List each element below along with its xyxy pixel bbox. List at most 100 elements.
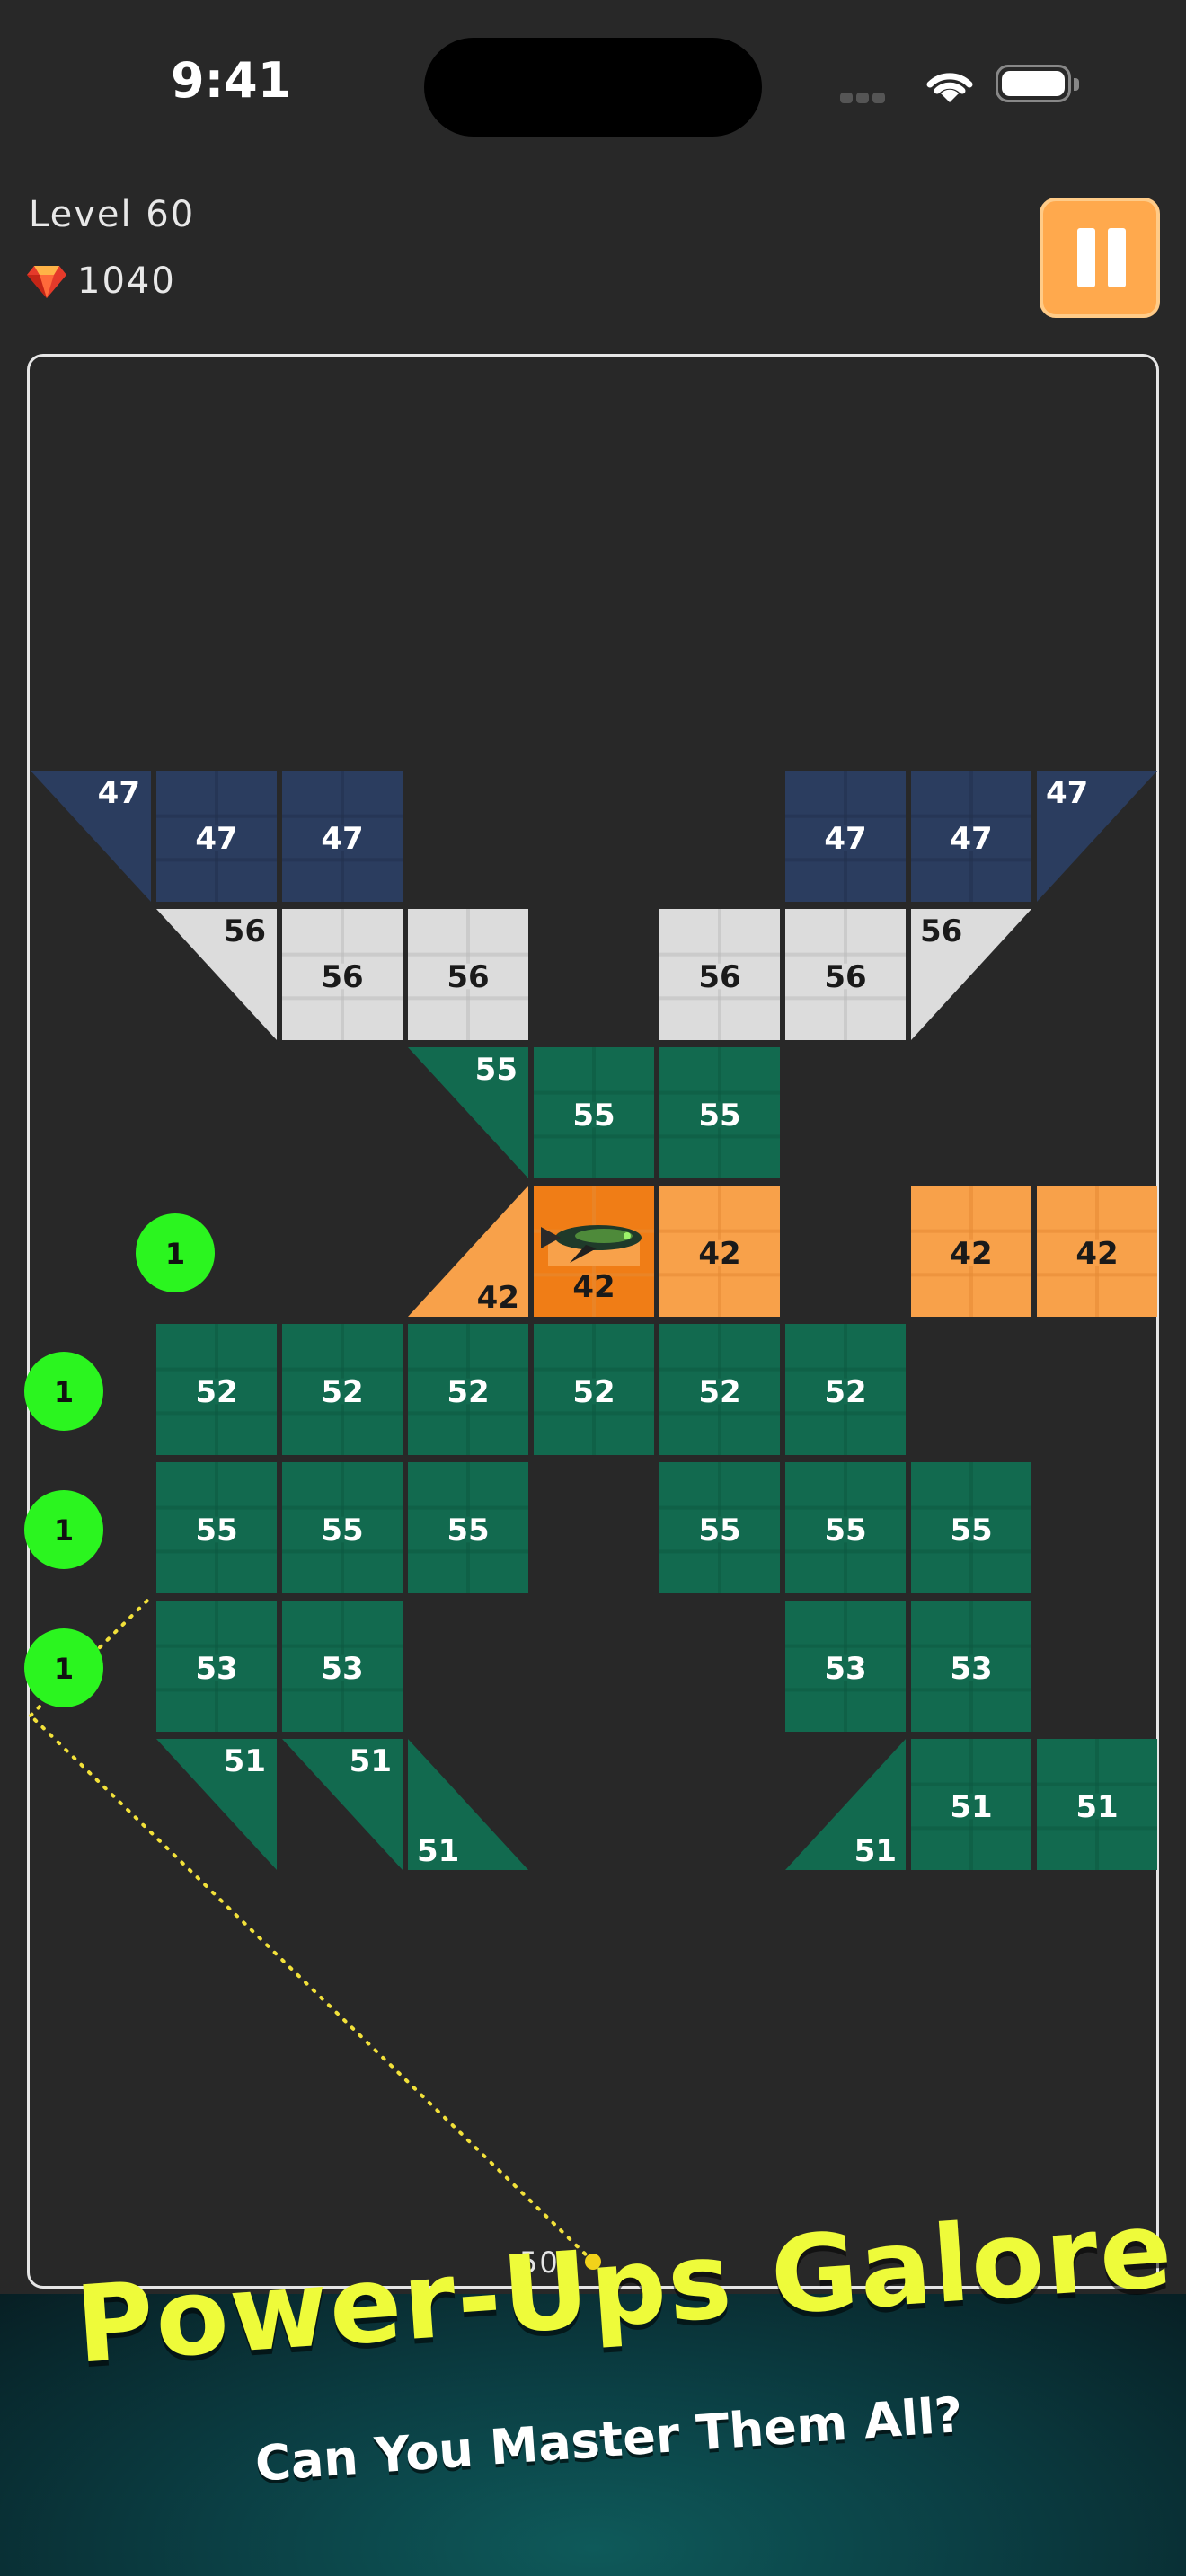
brick: 56 (911, 909, 1031, 1040)
gem-icon (27, 266, 66, 298)
brick-value: 55 (698, 1513, 740, 1548)
brick: 55 (408, 1462, 528, 1593)
brick: 52 (659, 1324, 780, 1455)
brick: 55 (659, 1462, 780, 1593)
brick: 52 (282, 1324, 403, 1455)
wifi-icon (926, 73, 973, 102)
brick: 47 (785, 771, 906, 902)
brick-value: 53 (195, 1651, 237, 1687)
game-board[interactable] (27, 354, 1159, 2289)
brick-value: 55 (195, 1513, 237, 1548)
brick: 55 (156, 1462, 277, 1593)
brick-value: 42 (572, 1269, 615, 1305)
brick: 42 (911, 1186, 1031, 1317)
brick: 47 (911, 771, 1031, 902)
extra-ball-value: 1 (54, 1513, 74, 1548)
brick: 42 (1037, 1186, 1157, 1317)
status-time: 9:41 (171, 52, 292, 109)
brick-value: 55 (447, 1513, 489, 1548)
brick-value: 55 (475, 1052, 518, 1088)
brick-value: 42 (1075, 1236, 1118, 1272)
brick-value: 51 (417, 1833, 459, 1869)
brick-value: 56 (698, 959, 740, 995)
brick-value: 53 (824, 1651, 866, 1687)
extra-ball-pickup: 1 (24, 1628, 103, 1707)
brick: 53 (156, 1601, 277, 1732)
brick: 52 (534, 1324, 654, 1455)
brick-value: 56 (447, 959, 489, 995)
brick-value: 51 (854, 1833, 897, 1869)
brick-value: 52 (824, 1374, 866, 1410)
brick: 53 (282, 1601, 403, 1732)
brick: 55 (659, 1047, 780, 1178)
brick: 53 (911, 1601, 1031, 1732)
brick-value: 42 (950, 1236, 992, 1272)
brick-value: 52 (195, 1374, 237, 1410)
brick: 42 (408, 1186, 528, 1317)
brick-value: 52 (447, 1374, 489, 1410)
brick: 53 (785, 1601, 906, 1732)
brick: 51 (282, 1739, 403, 1870)
pause-button[interactable] (1040, 198, 1160, 318)
extra-ball-pickup: 1 (136, 1213, 215, 1292)
brick: 42 (659, 1186, 780, 1317)
brick-value: 55 (698, 1098, 740, 1134)
brick: 56 (785, 909, 906, 1040)
brick: 55 (408, 1047, 528, 1178)
brick: 56 (408, 909, 528, 1040)
brick: 55 (534, 1047, 654, 1178)
brick: 56 (156, 909, 277, 1040)
aim-guide (29, 1714, 595, 2263)
brick-value: 56 (920, 913, 962, 949)
brick: 56 (282, 909, 403, 1040)
gem-count: 1040 (77, 260, 176, 302)
brick-value: 47 (1046, 775, 1088, 811)
brick: 55 (911, 1462, 1031, 1593)
cellular-signal-icon (840, 90, 903, 103)
brick-value: 53 (950, 1651, 992, 1687)
brick-value: 52 (698, 1374, 740, 1410)
brick: 52 (156, 1324, 277, 1455)
brick: 56 (659, 909, 780, 1040)
rocket-powerup-icon (541, 1225, 642, 1263)
brick-value: 42 (698, 1236, 740, 1272)
brick-value: 51 (350, 1743, 392, 1779)
brick-value: 52 (321, 1374, 363, 1410)
brick-value: 47 (950, 821, 992, 857)
brick-value: 55 (824, 1513, 866, 1548)
brick: 51 (408, 1739, 528, 1870)
brick: 51 (911, 1739, 1031, 1870)
extra-ball-value: 1 (54, 1375, 74, 1409)
extra-ball-pickup: 1 (24, 1490, 103, 1569)
brick: 51 (156, 1739, 277, 1870)
brick: 51 (1037, 1739, 1157, 1870)
brick: 55 (282, 1462, 403, 1593)
extra-ball-value: 1 (54, 1652, 74, 1686)
brick-value: 51 (224, 1743, 266, 1779)
brick-value: 42 (477, 1280, 519, 1316)
pause-icon (1077, 228, 1095, 287)
brick-value: 51 (1075, 1789, 1118, 1825)
brick-value: 47 (98, 775, 140, 811)
brick-value: 56 (224, 913, 266, 949)
status-bar: 9:41 (0, 0, 1186, 171)
brick-value: 47 (195, 821, 237, 857)
brick: 42 (534, 1186, 654, 1317)
ball-count: 50 (519, 2245, 560, 2280)
extra-ball-pickup: 1 (24, 1352, 103, 1431)
brick-value: 55 (572, 1098, 615, 1134)
brick-value: 47 (321, 821, 363, 857)
brick-value: 53 (321, 1651, 363, 1687)
brick-value: 55 (321, 1513, 363, 1548)
brick: 52 (785, 1324, 906, 1455)
brick: 47 (282, 771, 403, 902)
brick: 51 (785, 1739, 906, 1870)
brick-value: 56 (824, 959, 866, 995)
battery-icon (996, 65, 1079, 102)
ball-launcher[interactable] (585, 2254, 601, 2270)
brick-value: 56 (321, 959, 363, 995)
brick: 52 (408, 1324, 528, 1455)
brick: 47 (31, 771, 151, 902)
brick-value: 51 (950, 1789, 992, 1825)
